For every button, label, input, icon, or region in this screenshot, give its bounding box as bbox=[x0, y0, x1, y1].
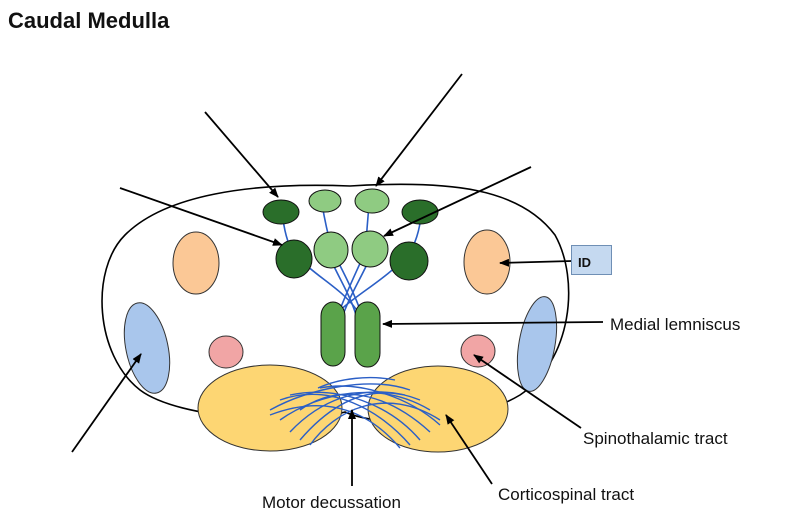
yellow-oval-left bbox=[197, 364, 343, 452]
arrow-to-corticospinal bbox=[445, 414, 493, 485]
blue-oval-left bbox=[123, 302, 171, 394]
dark-green-nucleus-top-left bbox=[262, 199, 300, 225]
label-corticospinal-tract: Corticospinal tract bbox=[498, 485, 634, 504]
light-green-nucleus-mid-2 bbox=[351, 230, 389, 268]
pointer-arrows bbox=[71, 73, 604, 486]
peach-oval-left bbox=[172, 231, 220, 295]
arrow-to-light-nucleus-mid bbox=[383, 166, 532, 237]
id-label-box: ID bbox=[571, 245, 612, 275]
pink-circle-right bbox=[460, 334, 496, 368]
peach-oval-right bbox=[463, 229, 511, 295]
arrow-to-peach-oval-right bbox=[499, 258, 573, 267]
arrow-to-light-nucleus-top-right bbox=[375, 73, 463, 187]
medial-lemniscus-right bbox=[354, 301, 381, 368]
label-motor-decussation: Motor decussation bbox=[262, 493, 401, 512]
dark-green-nucleus-top-right bbox=[401, 199, 439, 225]
dark-green-nucleus-left bbox=[275, 239, 313, 279]
arrow-to-medial-lemniscus bbox=[382, 319, 604, 328]
label-medial-lemniscus: Medial lemniscus bbox=[610, 315, 740, 334]
arrow-to-dark-nucleus-left bbox=[119, 187, 283, 246]
page-title: Caudal Medulla bbox=[8, 8, 170, 33]
light-green-nucleus-top-1 bbox=[308, 189, 342, 213]
light-green-nucleus-top-2 bbox=[354, 188, 390, 214]
arrow-to-pink-circle-right bbox=[473, 354, 582, 429]
pink-circle-left bbox=[208, 335, 244, 369]
label-spinothalamic-tract: Spinothalamic tract bbox=[583, 429, 728, 448]
dark-green-nucleus-right bbox=[389, 241, 429, 281]
light-green-nucleus-mid-1 bbox=[313, 231, 349, 269]
arrow-to-blue-oval-left bbox=[71, 353, 142, 453]
arrow-to-dark-nucleus-top-left bbox=[204, 111, 279, 198]
medial-lemniscus-left bbox=[320, 301, 346, 367]
motor-decussation-fibers bbox=[269, 376, 441, 449]
